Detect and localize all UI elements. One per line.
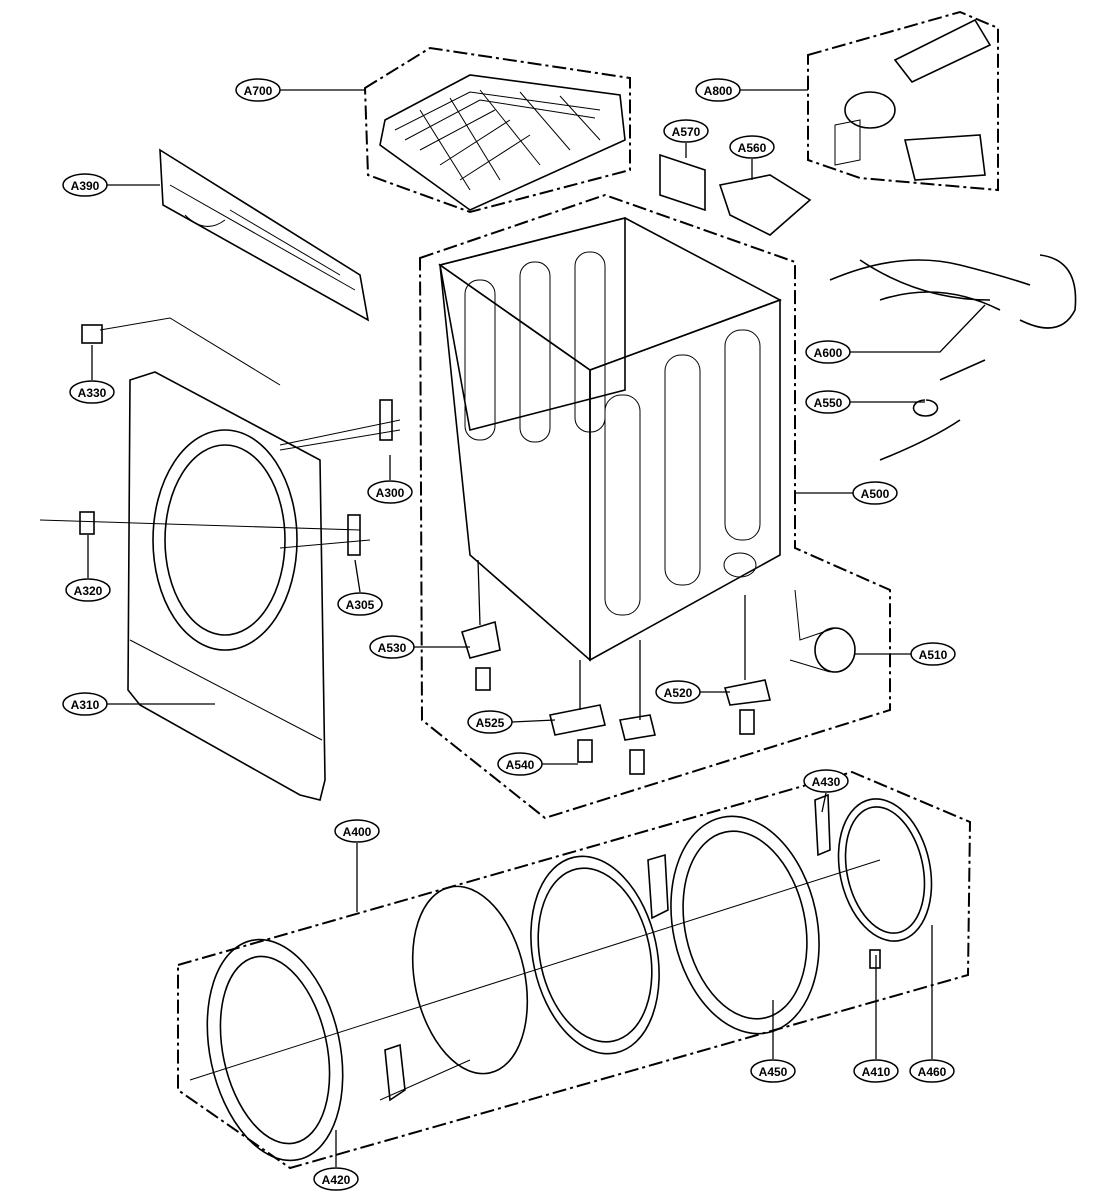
callout-bubble xyxy=(62,173,108,197)
callout-a330: A330 xyxy=(69,380,115,404)
hinge-a305-part xyxy=(347,514,361,556)
callout-bubble xyxy=(62,692,108,716)
callout-a510: A510 xyxy=(910,642,956,666)
callout-text: A560 xyxy=(738,141,767,155)
callout-text: A800 xyxy=(704,84,733,98)
callout-text: A500 xyxy=(861,487,890,501)
callout-bubble xyxy=(909,1059,955,1083)
callout-a305: A305 xyxy=(337,592,383,616)
exhaust-fitting-part xyxy=(789,589,856,673)
front-panel-part xyxy=(127,371,326,801)
callout-bubble xyxy=(655,680,701,704)
switch-part xyxy=(81,324,103,344)
callout-text: A550 xyxy=(814,396,843,410)
callout-bubble xyxy=(663,119,709,143)
callout-a525: A525 xyxy=(467,710,513,734)
callout-text: A600 xyxy=(814,346,843,360)
callout-bubble xyxy=(803,769,849,793)
bracket-a570-part xyxy=(659,153,706,212)
callout-a560: A560 xyxy=(729,135,775,159)
callout-a500: A500 xyxy=(852,481,898,505)
wire-harness-part xyxy=(829,254,1077,329)
group-box-a800 xyxy=(807,10,999,192)
callout-bubble xyxy=(337,592,383,616)
callout-a300: A300 xyxy=(367,480,413,504)
callout-bubble xyxy=(69,380,115,404)
callout-bubble xyxy=(334,819,380,843)
callout-text: A510 xyxy=(919,648,948,662)
callout-bubble xyxy=(805,340,851,364)
callout-text: A460 xyxy=(918,1065,947,1079)
callout-a530: A530 xyxy=(369,635,415,659)
duct-a560-part xyxy=(718,174,812,236)
leveling-legs-part xyxy=(460,620,771,775)
cabinet-part xyxy=(438,216,782,662)
callout-a390: A390 xyxy=(62,173,108,197)
control-panel-bracket-part xyxy=(159,148,370,322)
callout-a400: A400 xyxy=(334,819,380,843)
callout-text: A310 xyxy=(71,698,100,712)
callout-text: A525 xyxy=(476,716,505,730)
callout-bubble xyxy=(369,635,415,659)
callout-a320: A320 xyxy=(65,578,111,602)
callout-bubble xyxy=(910,642,956,666)
callout-bubble xyxy=(497,752,543,776)
callout-text: A300 xyxy=(376,486,405,500)
drying-rack-part xyxy=(379,74,626,211)
callout-a520: A520 xyxy=(655,680,701,704)
callout-bubble xyxy=(853,1059,899,1083)
callout-bubble xyxy=(750,1059,796,1083)
exhaust-duct-part xyxy=(834,18,992,181)
callout-text: A540 xyxy=(506,758,535,772)
callout-text: A570 xyxy=(672,125,701,139)
callout-bubble xyxy=(695,78,741,102)
callout-text: A320 xyxy=(74,584,103,598)
callout-text: A390 xyxy=(71,179,100,193)
callout-a570: A570 xyxy=(663,119,709,143)
callout-a540: A540 xyxy=(497,752,543,776)
hinge-a300-part xyxy=(379,399,393,441)
callout-a600: A600 xyxy=(805,340,851,364)
callout-text: A530 xyxy=(378,641,407,655)
callout-text: A305 xyxy=(346,598,375,612)
callout-a430: A430 xyxy=(803,769,849,793)
latch-a320-part xyxy=(79,511,95,535)
door-assembly-part xyxy=(189,793,933,1162)
callout-bubble xyxy=(313,1167,359,1191)
callout-text: A420 xyxy=(322,1173,351,1187)
callout-a550: A550 xyxy=(805,390,851,414)
group-box-a700 xyxy=(363,46,631,214)
callout-text: A520 xyxy=(664,686,693,700)
callout-bubble xyxy=(467,710,513,734)
callout-bubble xyxy=(367,480,413,504)
switch-leader xyxy=(99,317,281,386)
group-box-a400 xyxy=(177,770,972,1170)
callout-text: A700 xyxy=(244,84,273,98)
callout-bubble xyxy=(852,481,898,505)
callout-text: A410 xyxy=(862,1065,891,1079)
callout-a460: A460 xyxy=(909,1059,955,1083)
callout-text: A330 xyxy=(78,386,107,400)
callout-bubble xyxy=(65,578,111,602)
callout-bubble xyxy=(805,390,851,414)
callout-a420: A420 xyxy=(313,1167,359,1191)
callout-a800: A800 xyxy=(695,78,741,102)
callout-bubble xyxy=(729,135,775,159)
leader-lines xyxy=(87,89,986,1167)
callout-text: A430 xyxy=(812,775,841,789)
callout-bubble xyxy=(235,78,281,102)
power-cord-part xyxy=(879,359,986,461)
callout-a410: A410 xyxy=(853,1059,899,1083)
callout-text: A400 xyxy=(343,825,372,839)
callout-text: A450 xyxy=(759,1065,788,1079)
callout-a450: A450 xyxy=(750,1059,796,1083)
callout-a700: A700 xyxy=(235,78,281,102)
group-box-a500 xyxy=(418,193,891,820)
callout-a310: A310 xyxy=(62,692,108,716)
